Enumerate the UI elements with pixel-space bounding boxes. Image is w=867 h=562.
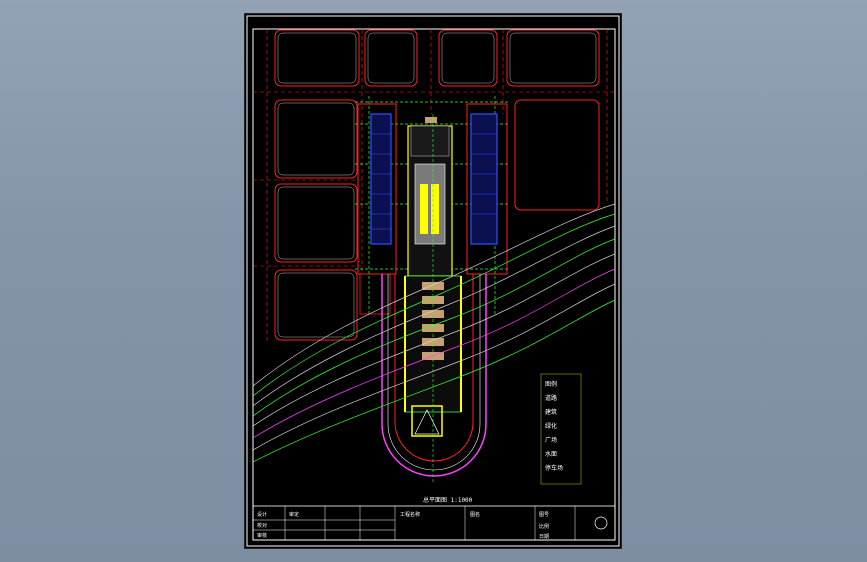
legend-item-3: 建筑: [545, 408, 557, 416]
city-blocks: [274, 29, 600, 341]
title-cell-2: 校对: [257, 522, 267, 529]
legend-item-4: 绿化: [545, 422, 557, 430]
title-block: 设计 校对 审核 审定 工程名称 图名 图号 比例 日期: [252, 505, 616, 541]
legend-item-1: 图例: [545, 380, 557, 388]
title-cell-3: 审核: [257, 532, 267, 539]
drawing-sheet: 图例 道路 建筑 绿化 广场 水面 停车场 总平面图 1:1000 设计 校对 …: [245, 14, 621, 548]
site-plan-drawing: 图例 道路 建筑 绿化 广场 水面 停车场 总平面图 1:1000 设计 校对 …: [246, 15, 620, 547]
title-cell-9: 日期: [539, 534, 549, 540]
title-cell-1: 设计: [257, 511, 267, 518]
legend-item-7: 停车场: [545, 464, 563, 472]
drawing-caption: 总平面图 1:1000: [423, 496, 473, 504]
promenade: [381, 114, 487, 484]
north-arrow-icon: [594, 516, 608, 530]
block-outlines-white: [277, 32, 597, 338]
title-cell-8: 比例: [539, 523, 549, 530]
title-cell-6: 图名: [470, 511, 480, 518]
left-building-column: [357, 103, 397, 315]
central-axis: [407, 117, 453, 277]
outer-frame: [246, 15, 620, 547]
legend-block: 图例 道路 建筑 绿化 广场 水面 停车场: [540, 373, 582, 485]
title-cell-5: 工程名称: [400, 511, 420, 518]
legend-item-2: 道路: [545, 394, 557, 402]
terrain-contours: [252, 203, 616, 463]
legend-item-5: 广场: [545, 436, 557, 444]
title-cell-4: 审定: [289, 511, 299, 518]
title-cell-7: 图号: [539, 512, 549, 518]
right-building-column: [466, 103, 508, 275]
legend-item-6: 水面: [545, 450, 557, 458]
road-centerlines: [253, 29, 615, 344]
